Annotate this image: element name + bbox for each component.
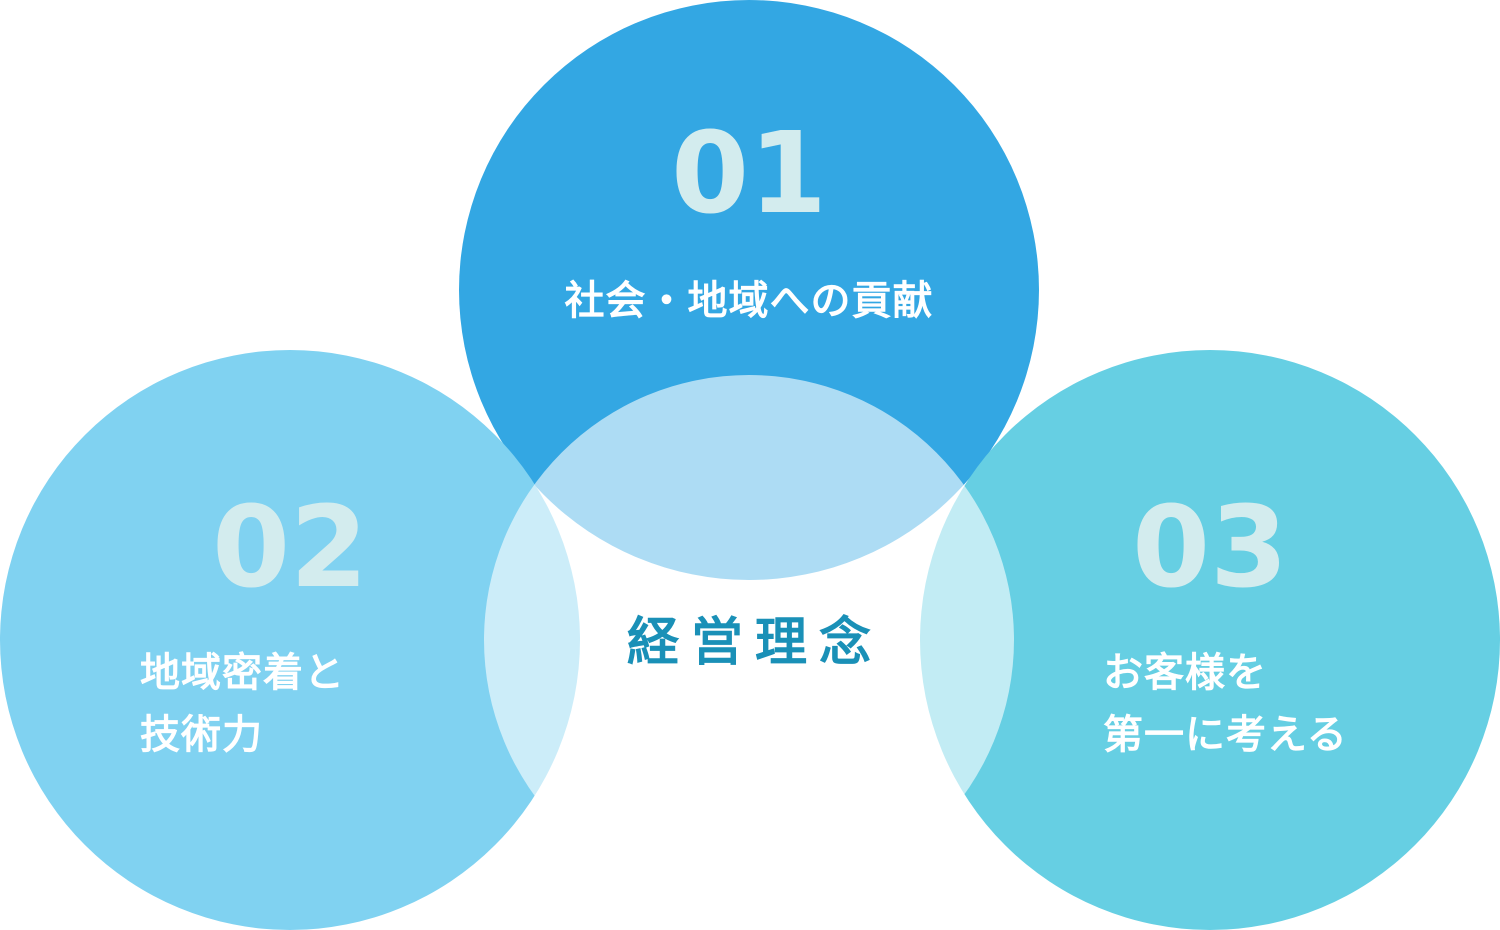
- principle-01-label: 社会・地域への貢献: [565, 278, 934, 324]
- circle-02: [0, 350, 580, 930]
- center-title: 経営理念: [627, 613, 883, 673]
- principle-02-label-line1: 地域密着と: [140, 650, 345, 696]
- principle-02-number: 02: [212, 483, 368, 613]
- principle-03-number: 03: [1132, 483, 1288, 613]
- circle-03: [920, 350, 1500, 930]
- principle-03-label-line2: 第一に考える: [1103, 712, 1348, 758]
- principle-01-number: 01: [671, 109, 827, 239]
- principle-03-label-line1: お客様を: [1103, 650, 1267, 696]
- center-circle-overlay: [484, 375, 1014, 905]
- principle-02-label-line2: 技術力: [140, 712, 263, 758]
